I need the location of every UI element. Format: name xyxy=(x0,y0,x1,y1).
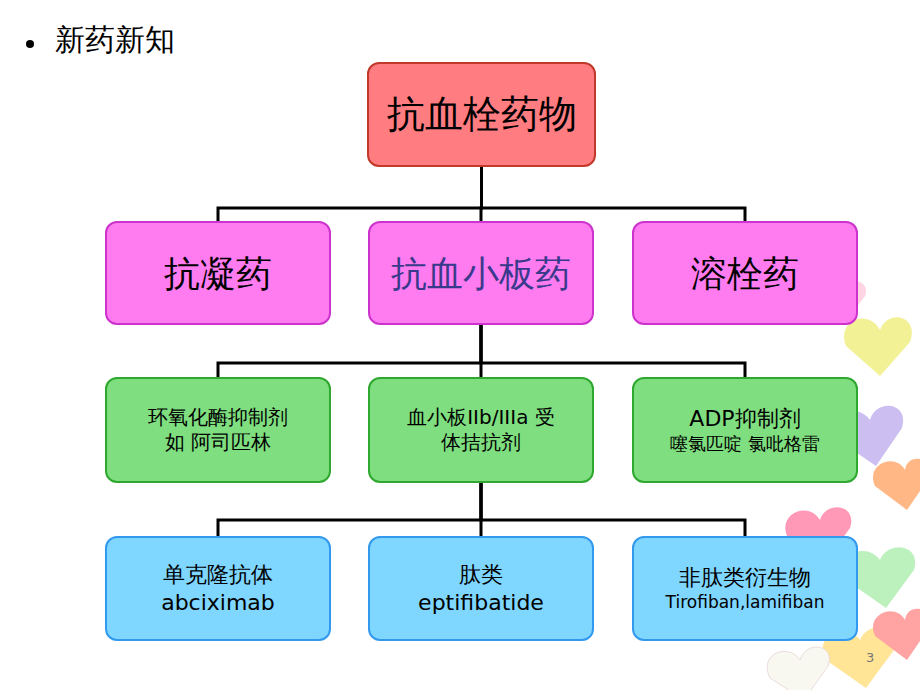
tree-connector xyxy=(482,167,746,221)
drug-box: 非肽类衍生物Tirofiban,lamifiban xyxy=(632,536,858,641)
node-label: 抗血小板药 xyxy=(391,251,571,296)
node-sublabel: 噻氯匹啶 氯吡格雷 xyxy=(670,433,820,456)
category-box: 抗凝药 xyxy=(105,221,331,325)
node-label: 环氧化酶抑制剂 如 阿司匹林 xyxy=(143,405,293,455)
tree-connector xyxy=(218,483,481,536)
slide-title: 新药新知 xyxy=(55,20,175,61)
tree-connector xyxy=(218,167,482,221)
node-label: 非肽类衍生物 xyxy=(679,564,811,592)
tree-connector xyxy=(481,325,745,377)
node-sublabel: eptifibatide xyxy=(418,589,544,617)
bullet-dot xyxy=(26,40,34,48)
subclass-box: ADP抑制剂噻氯匹啶 氯吡格雷 xyxy=(632,377,858,483)
page-number: 3 xyxy=(866,650,874,665)
node-label: 抗血栓药物 xyxy=(387,91,577,139)
subclass-box: 环氧化酶抑制剂 如 阿司匹林 xyxy=(105,377,331,483)
node-sublabel: Tirofiban,lamifiban xyxy=(666,592,825,613)
node-label: 单克隆抗体 xyxy=(163,561,273,589)
drug-box: 单克隆抗体abciximab xyxy=(105,536,331,641)
drug-box: 肽类eptifibatide xyxy=(368,536,594,641)
category-box: 抗血小板药 xyxy=(368,221,594,325)
subclass-box: 血小板IIb/IIIa 受体拮抗剂 xyxy=(368,377,594,483)
tree-connector xyxy=(218,325,481,377)
node-sublabel: abciximab xyxy=(161,589,275,617)
node-label: 肽类 xyxy=(459,561,503,589)
root-box: 抗血栓药物 xyxy=(367,62,596,167)
category-box: 溶栓药 xyxy=(632,221,858,325)
node-label: 溶栓药 xyxy=(691,251,799,296)
node-label: 抗凝药 xyxy=(164,251,272,296)
node-label: 血小板IIb/IIIa 受体拮抗剂 xyxy=(406,405,556,455)
tree-connector xyxy=(481,483,745,536)
node-label: ADP抑制剂 xyxy=(689,405,800,433)
